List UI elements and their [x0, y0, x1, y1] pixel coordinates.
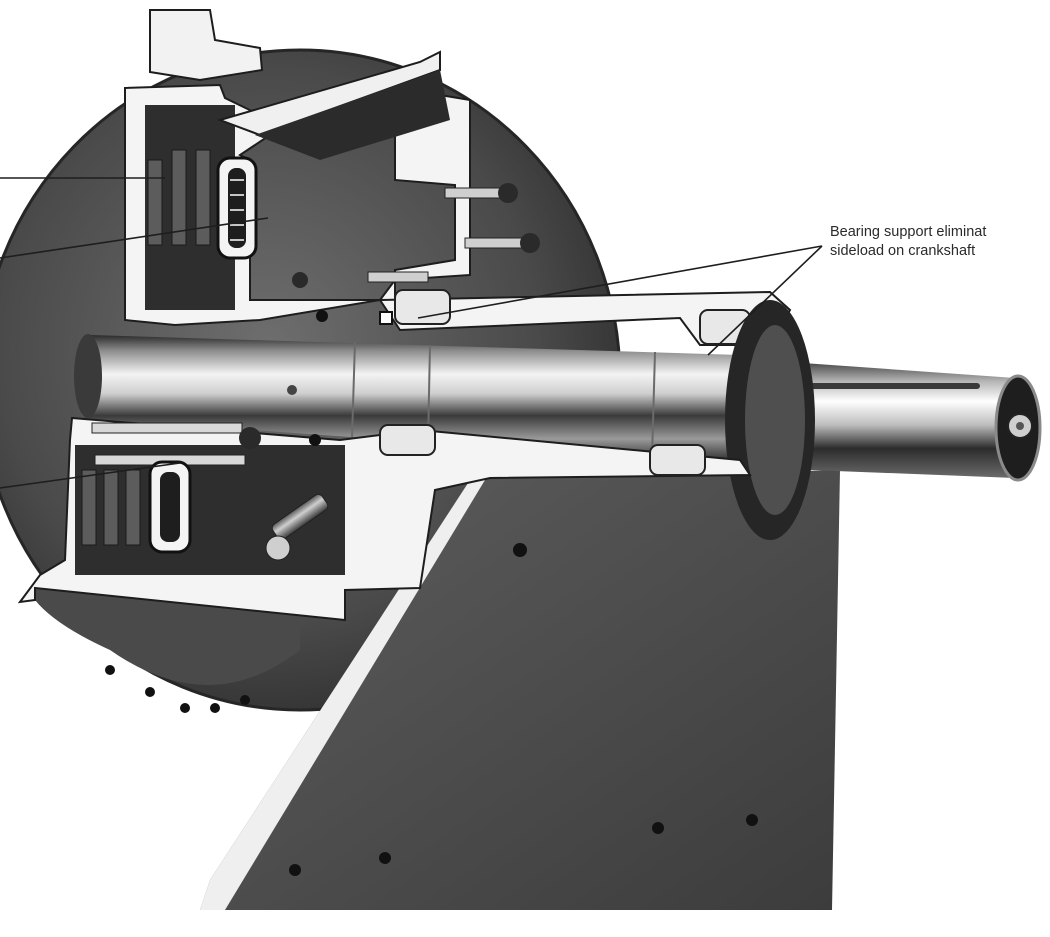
housing-hole: [292, 272, 308, 288]
shaft-step-line: [351, 341, 356, 439]
flange-bolt-hole: [180, 703, 190, 713]
coil-spring: [228, 168, 246, 248]
air-fitting-elbow: [265, 535, 291, 561]
mounting-hole: [652, 822, 664, 834]
leader-line-bearing-lower: [707, 245, 823, 356]
leader-line-bearing-upper: [417, 245, 823, 319]
housing-bolt: [464, 237, 526, 249]
friction-disc: [195, 149, 211, 246]
right-bearing-cap-face: [745, 325, 805, 515]
crankshaft-main: [77, 335, 741, 465]
mounting-plate: [200, 470, 840, 910]
shaft-end-face-rim: [994, 374, 1042, 482]
friction-disc: [103, 469, 119, 546]
top-collar: [149, 9, 264, 82]
leader-line-left-middle: [0, 217, 269, 259]
flange-bolt-hole: [210, 703, 220, 713]
friction-disc: [125, 469, 141, 546]
top-hood-shadow: [255, 70, 450, 160]
mounting-hole: [513, 543, 527, 557]
flange-bolt-hole: [145, 687, 155, 697]
friction-disc: [171, 149, 187, 246]
flange-bolt-hole: [240, 695, 250, 705]
housing-bolt: [367, 271, 429, 283]
bolt-head: [498, 183, 518, 203]
bearing-race: [394, 289, 451, 325]
lower-bearing-race: [379, 424, 436, 456]
bolt-head: [520, 233, 540, 253]
top-hood: [216, 50, 441, 137]
seal: [379, 311, 393, 325]
lower-bearing-race: [649, 444, 706, 476]
shaft-step-line: [651, 351, 656, 459]
keyway-slot: [790, 383, 980, 389]
bolt-head: [239, 427, 261, 449]
housing-bolt: [444, 187, 506, 199]
callout-bearing-support-line1: Bearing support eliminat: [830, 224, 986, 240]
leader-line-left-bottom: [0, 462, 181, 489]
shaft-end-nut-center: [1016, 422, 1024, 430]
flange-bolt-hole: [105, 665, 115, 675]
housing-hole: [309, 434, 321, 446]
callout-bearing-support-line2: sideload on crankshaft: [830, 243, 975, 259]
shaft-output-stub: [760, 360, 1015, 478]
crankshaft-left-end: [74, 334, 102, 418]
shaft-set-screw: [287, 385, 297, 395]
coil-spring: [160, 472, 180, 542]
friction-disc: [81, 469, 97, 546]
return-spring: [91, 422, 243, 434]
mounting-hole: [746, 814, 758, 826]
housing-hole: [316, 310, 328, 322]
friction-disc: [147, 159, 163, 246]
mounting-hole: [289, 864, 301, 876]
mounting-hole: [379, 852, 391, 864]
air-fitting: [271, 493, 329, 541]
